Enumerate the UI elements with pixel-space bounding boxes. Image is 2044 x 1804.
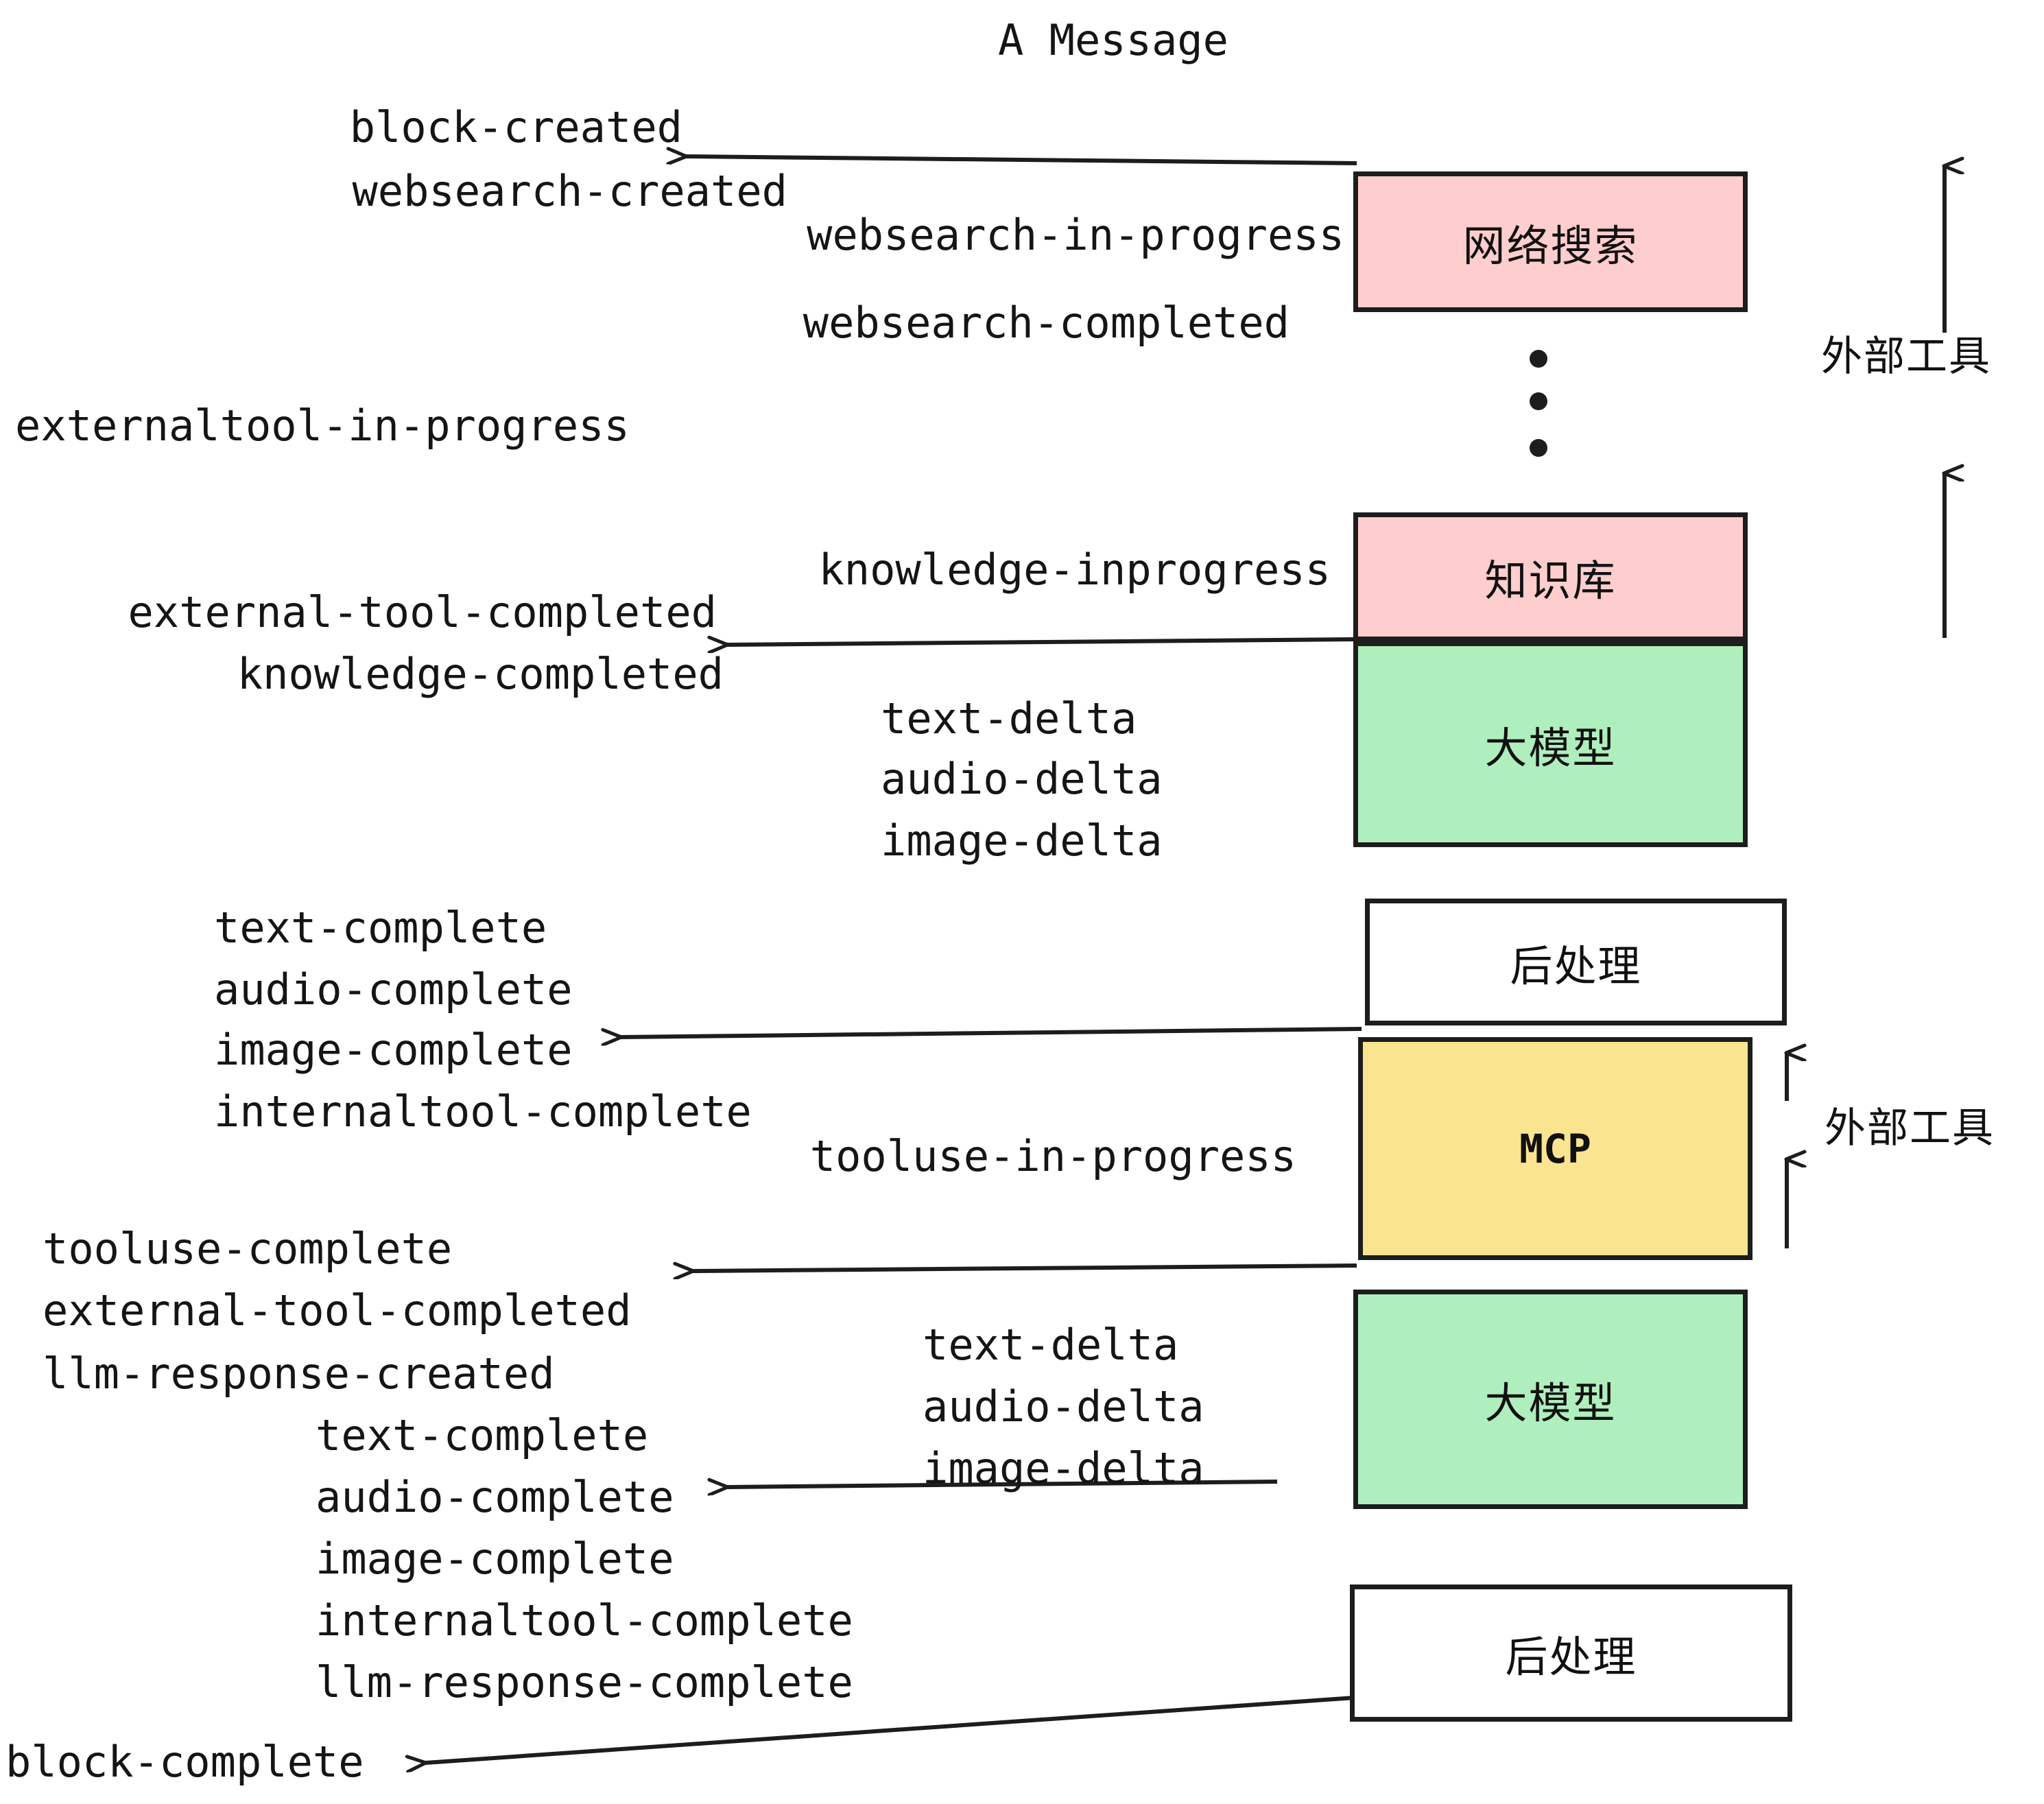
node-llm-2[interactable]: 大模型 (1353, 1290, 1748, 1509)
arrow-postprocess2-to-block-complete (425, 1696, 1355, 1763)
arrow-websearch-to-block-created (686, 156, 1357, 165)
node-websearch-label: 网络搜索 (1462, 220, 1639, 271)
node-llm-1-label: 大模型 (1484, 723, 1617, 773)
event-internaltool-complete-1: internaltool-complete (214, 1087, 752, 1137)
event-websearch-created: websearch-created (352, 166, 787, 216)
event-external-tool-completed-2: external-tool-completed (43, 1285, 632, 1336)
event-externaltool-in-progress: externaltool-in-progress (15, 401, 630, 451)
node-llm-1[interactable]: 大模型 (1353, 641, 1748, 847)
ellipsis-dot-1 (1530, 350, 1547, 368)
event-image-complete-1: image-complete (214, 1025, 573, 1075)
node-mcp-label: MCP (1519, 1125, 1591, 1172)
event-tooluse-in-progress: tooluse-in-progress (809, 1131, 1296, 1181)
event-text-delta-1: text-delta (881, 693, 1137, 744)
event-text-delta-2: text-delta (923, 1320, 1179, 1370)
arrow-postprocess1-to-image-complete (621, 1027, 1362, 1037)
ellipsis-dot-2 (1530, 392, 1547, 410)
node-websearch[interactable]: 网络搜索 (1353, 171, 1748, 312)
node-knowledge-label: 知识库 (1484, 556, 1617, 606)
event-text-complete-1: text-complete (214, 903, 547, 953)
page-title: A Message (998, 15, 1228, 65)
event-audio-delta-1: audio-delta (881, 754, 1163, 804)
event-tooluse-complete: tooluse-complete (43, 1224, 453, 1274)
event-text-complete-2: text-complete (316, 1410, 649, 1460)
node-knowledge[interactable]: 知识库 (1353, 512, 1748, 641)
event-block-created: block-created (349, 102, 682, 152)
event-audio-complete-1: audio-complete (214, 964, 573, 1014)
ellipsis-dot-3 (1530, 439, 1547, 457)
event-image-delta-2: image-delta (923, 1443, 1204, 1493)
event-internaltool-complete-2: internaltool-complete (316, 1595, 853, 1646)
node-postprocess-2-label: 后处理 (1505, 1632, 1637, 1682)
event-websearch-in-progress: websearch-in-progress (807, 210, 1344, 260)
event-llm-response-created: llm-response-created (43, 1349, 555, 1399)
event-websearch-completed: websearch-completed (803, 298, 1290, 348)
node-postprocess-1[interactable]: 后处理 (1365, 899, 1787, 1025)
event-audio-delta-2: audio-delta (923, 1381, 1204, 1432)
event-block-complete: block-complete (5, 1737, 364, 1787)
event-llm-response-complete: llm-response-complete (316, 1657, 853, 1707)
node-postprocess-1-label: 后处理 (1510, 940, 1642, 991)
side-label-external-tool-upper: 外部工具 (1821, 333, 1991, 381)
event-image-delta-1: image-delta (881, 816, 1163, 866)
arrow-mcp-to-tooluse-complete (693, 1266, 1357, 1271)
event-image-complete-2: image-complete (316, 1534, 674, 1584)
side-label-external-tool-lower: 外部工具 (1825, 1104, 1995, 1152)
node-mcp[interactable]: MCP (1358, 1037, 1752, 1260)
event-external-tool-completed-1: external-tool-completed (128, 587, 717, 637)
node-postprocess-2[interactable]: 后处理 (1350, 1585, 1792, 1722)
event-audio-complete-2: audio-complete (316, 1472, 674, 1522)
event-knowledge-inprogress: knowledge-inprogress (818, 545, 1331, 595)
arrow-knowledge-to-completed (727, 639, 1356, 645)
event-knowledge-completed: knowledge-completed (237, 649, 724, 699)
node-llm-2-label: 大模型 (1484, 1378, 1617, 1428)
